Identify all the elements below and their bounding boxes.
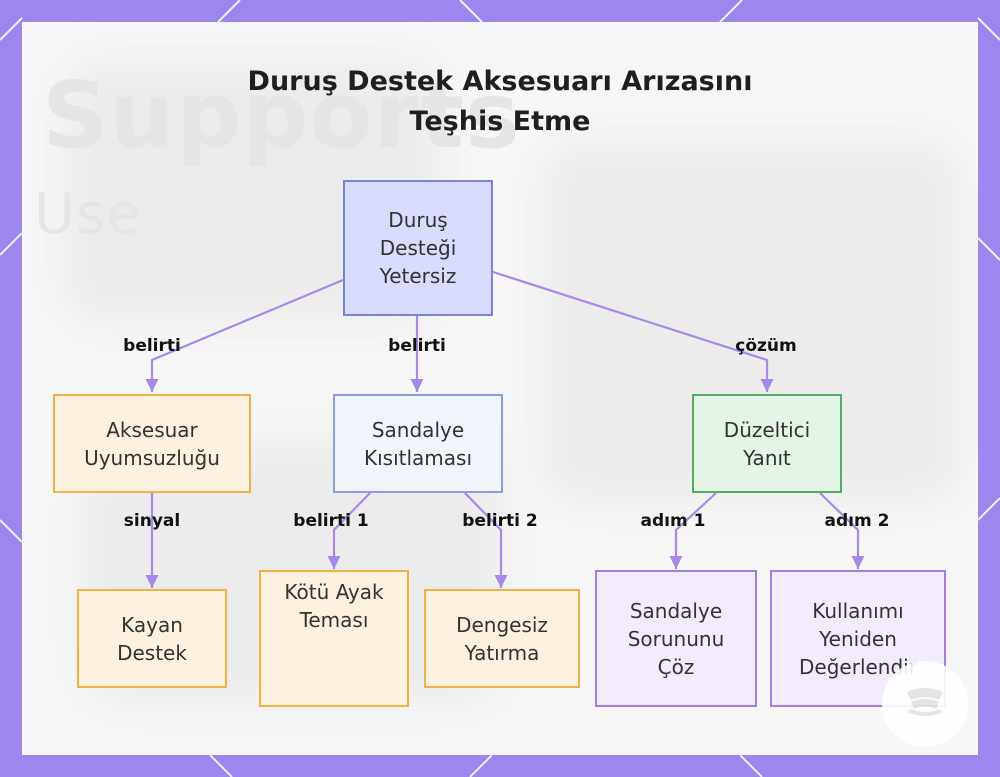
pages-logo-icon [882, 661, 968, 747]
node-unstable-recline: Dengesiz Yatırma [424, 589, 580, 688]
edge-label: sinyal [123, 511, 181, 531]
edge-label: adım 1 [640, 511, 706, 531]
node-corrective-response: Düzeltici Yanıt [692, 394, 842, 493]
edge-label: çözüm [735, 336, 797, 356]
edge-label: adım 2 [824, 511, 890, 531]
node-sliding-support: Kayan Destek [77, 589, 227, 688]
edge-label: belirti 2 [462, 511, 538, 531]
node-accessory-mismatch: Aksesuar Uyumsuzluğu [53, 394, 251, 493]
background-word: Use [34, 182, 142, 247]
edge-response-reevaluate [819, 492, 865, 569]
edge-response-fixchair [669, 492, 717, 569]
edge-label: belirti [123, 336, 181, 356]
edge-chair-foot [327, 492, 371, 569]
diagram-title-line-1: Duruş Destek Aksesuarı Arızasını [247, 66, 753, 97]
edge-chair-recline [464, 492, 508, 588]
edge-root-accessory [145, 278, 344, 392]
node-poor-foot-contact: Kötü Ayak Teması [259, 570, 409, 707]
edge-label: belirti [388, 336, 446, 356]
node-root: Duruş Desteği Yetersiz [343, 180, 493, 316]
diagram-title-line-2: Teşhis Etme [409, 106, 591, 137]
node-chair-limitation: Sandalye Kısıtlaması [333, 394, 503, 493]
edge-label: belirti 1 [293, 511, 369, 531]
background-word: Supports [42, 62, 521, 169]
node-fix-chair-problem: Sandalye Sorununu Çöz [595, 570, 757, 707]
edge-root-response [492, 270, 774, 392]
